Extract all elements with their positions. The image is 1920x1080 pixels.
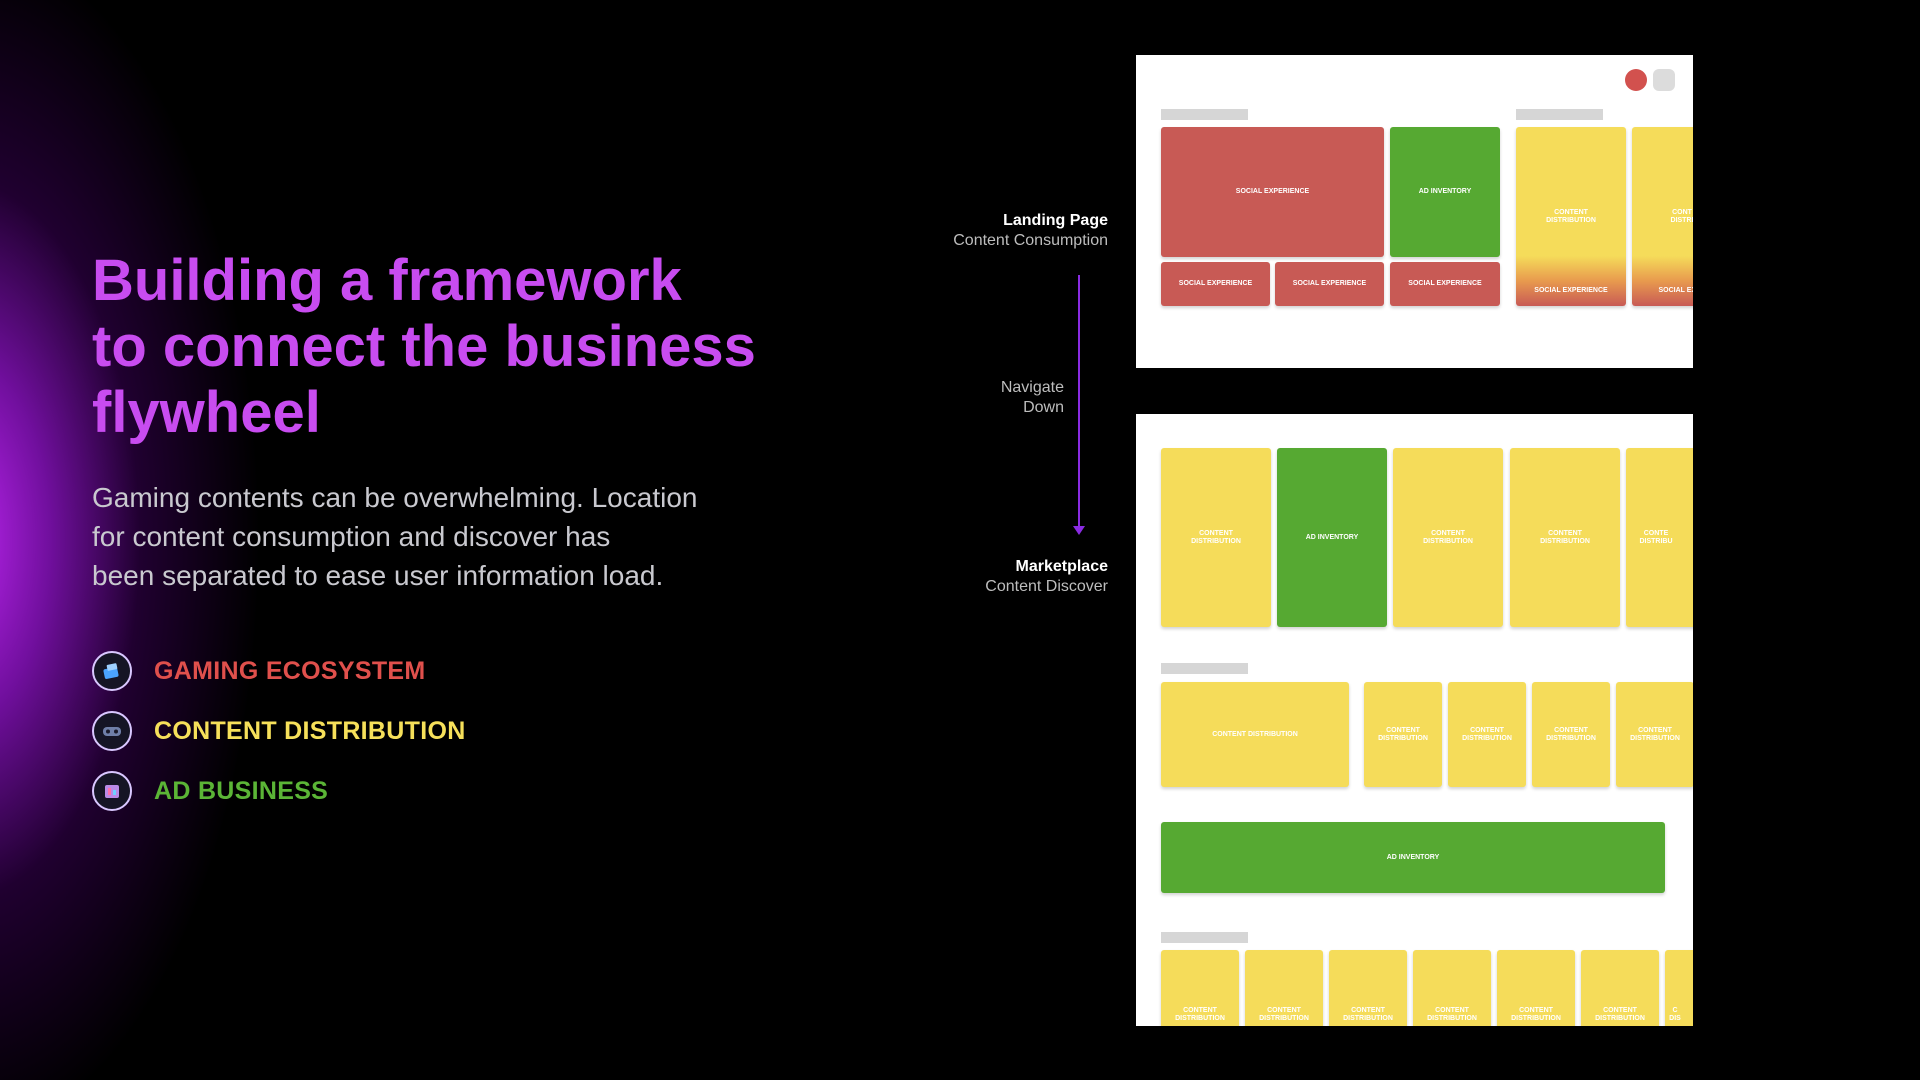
description-line: for content consumption and discover has [92,521,611,552]
social-experience-tile: SOCIAL EXPERIENCE [1275,262,1384,306]
landing-page-label: Landing Page Content Consumption [900,211,1108,251]
record-dot [1625,69,1647,91]
ad-inventory-tile: AD INVENTORY [1390,127,1500,257]
legend-label: AD BUSINESS [154,776,329,805]
ad-inventory-card: AD INVENTORY [1277,448,1387,627]
landing-page-subtitle: Content Consumption [953,232,1108,249]
headline-line: flywheel [92,380,321,445]
landing-page-title: Landing Page [1003,212,1108,229]
ad-inventory-banner: AD INVENTORY [1161,822,1665,893]
legend-item-gaming-ecosystem: GAMING ECOSYSTEM [92,650,466,692]
legend-label: GAMING ECOSYSTEM [154,656,426,685]
legend-label: CONTENT DISTRIBUTION [154,716,466,745]
section-title-placeholder [1516,109,1603,120]
social-experience-tile: SOCIAL EXPERIENCE [1161,262,1270,306]
content-distribution-tile: CONTENT DISTRIBUTION [1161,682,1349,787]
landing-page-wireframe: SOCIAL EXPERIENCE AD INVENTORY SOCIAL EX… [1136,55,1693,368]
description: Gaming contents can be overwhelming. Loc… [92,478,772,595]
section-title-placeholder [1161,663,1248,674]
menu-square [1653,69,1675,91]
arrow-head-icon [1073,526,1085,535]
page-headline: Building a framework to connect the busi… [92,248,792,446]
navigate-line: Navigate [1000,379,1064,396]
social-experience-tile: SOCIAL EXPERIENCE [1390,262,1500,306]
headline-line: Building a framework [92,248,682,313]
gaming-ecosystem-icon [92,651,132,691]
legend: GAMING ECOSYSTEM CONTENT DISTRIBUTION AD… [92,650,466,830]
navigate-down-label: Navigate Down [900,378,1064,418]
navigate-down-arrow [1078,275,1080,530]
marketplace-title: Marketplace [1015,558,1109,575]
ad-business-icon [92,771,132,811]
description-line: Gaming contents can be overwhelming. Loc… [92,482,698,513]
social-experience-tile: SOCIAL EXPERIENCE [1161,127,1384,257]
legend-item-ad-business: AD BUSINESS [92,770,466,812]
section-title-placeholder [1161,932,1248,943]
headline-line: to connect the business [92,314,756,379]
navigate-line: Down [1023,399,1064,416]
marketplace-label: Marketplace Content Discover [900,557,1108,597]
legend-item-content-distribution: CONTENT DISTRIBUTION [92,710,466,752]
content-distribution-icon [92,711,132,751]
description-line: been separated to ease user information … [92,560,664,591]
section-title-placeholder [1161,109,1248,120]
marketplace-subtitle: Content Discover [985,578,1108,595]
